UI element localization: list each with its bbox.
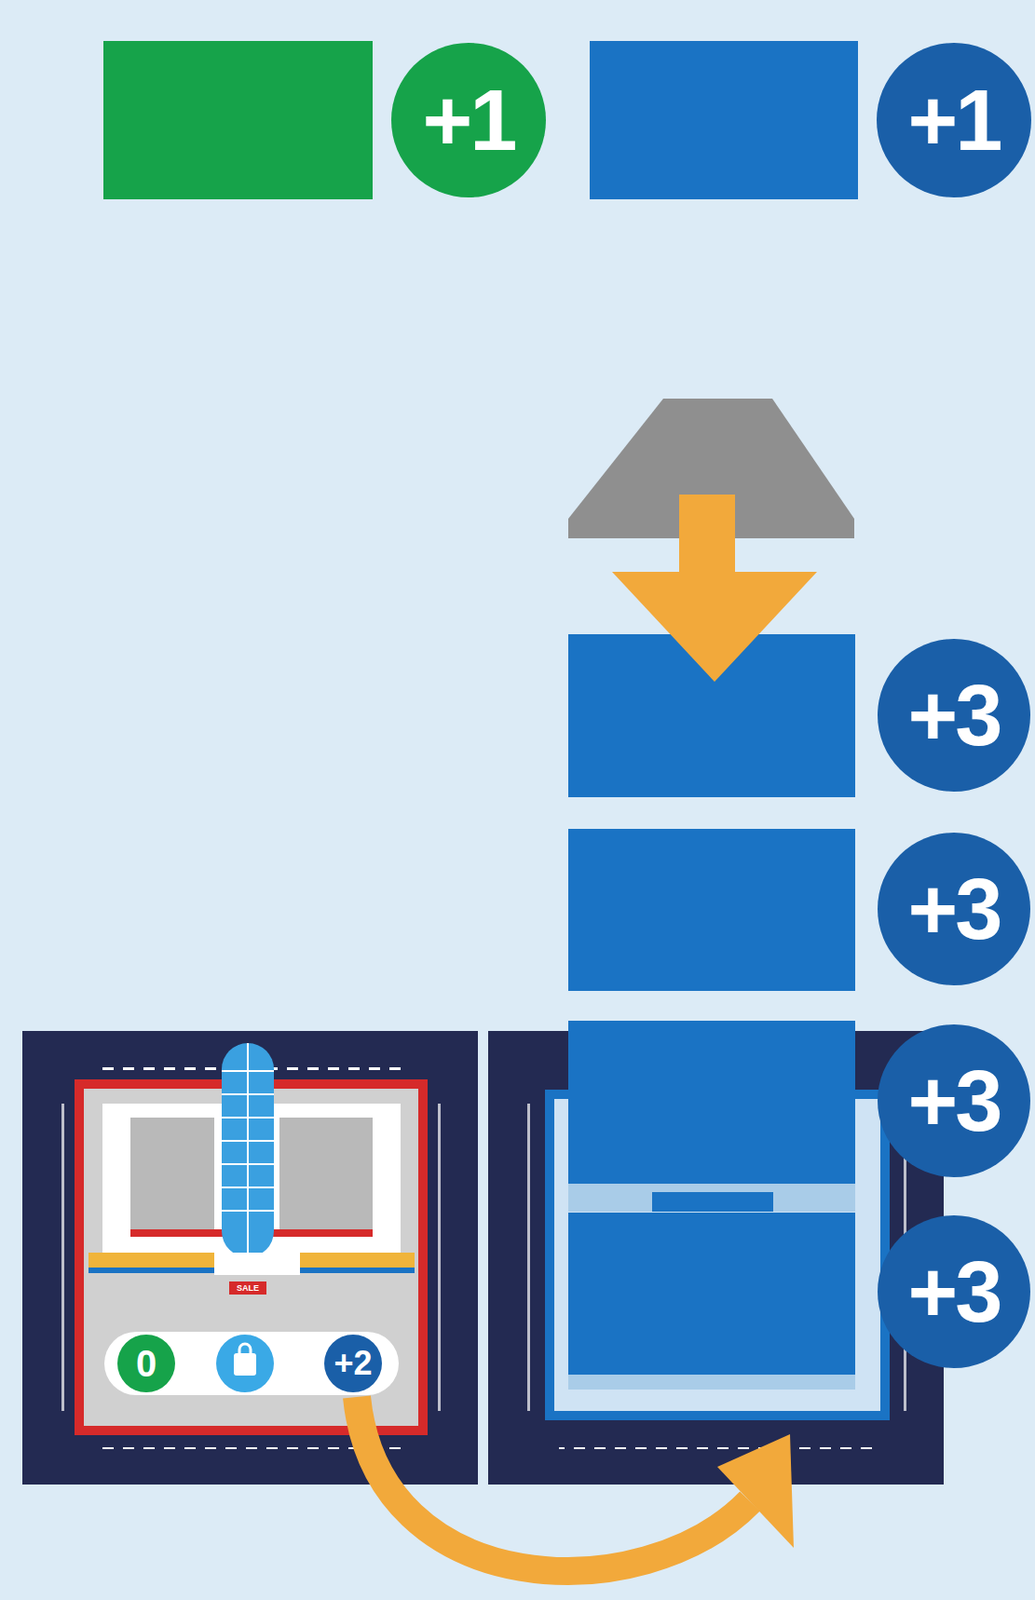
green-bar [103,40,373,200]
curved-arrow [356,1397,750,1572]
curved-arrow-head [717,1434,794,1549]
tile-icon: +2 [324,1334,382,1393]
score-number: +3 [908,866,1001,953]
score-circle: +3 [877,1215,1031,1369]
drop-arrow [612,494,818,682]
shop-tile: SALE 0 +2 [22,1031,478,1485]
score-number: +3 [908,672,1001,759]
score-number: 0 [136,1345,157,1383]
score-number: +1 [908,77,1001,164]
blue-bar [589,40,858,200]
score-circle: +3 [877,639,1031,792]
blue-stack [568,634,856,1390]
sale-tag-text: SALE [229,1281,267,1295]
score-circle: +1 [876,42,1032,198]
score-number: +2 [333,1347,372,1381]
shop-tile [22,1031,478,1485]
score-circle: +3 [877,1024,1031,1178]
score-number: +3 [908,1249,1001,1335]
score-circle: +1 [391,42,546,198]
tile-icon: 0 [117,1334,176,1393]
score-circle: +3 [877,832,1031,986]
score-number: +1 [422,77,516,164]
score-number: +3 [908,1058,1001,1144]
